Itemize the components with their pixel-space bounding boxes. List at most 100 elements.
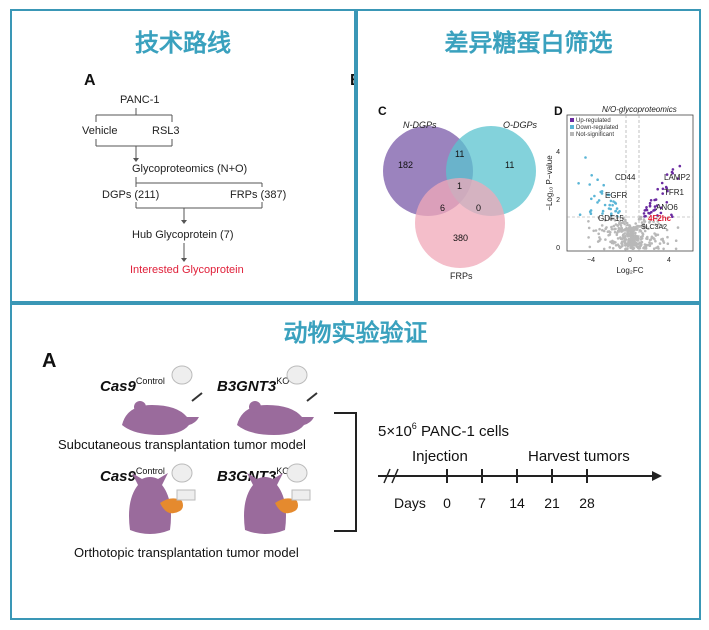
volcano-point: [625, 233, 629, 236]
cells-label: 5×106 PANC-1 cells: [378, 421, 509, 440]
volcano-point: [623, 241, 627, 245]
volcano-point: [608, 246, 612, 249]
legend-down: Down-regulated: [576, 125, 618, 131]
mouse-control-ortho: [129, 463, 196, 534]
mouse-knockout-subq: [237, 365, 318, 435]
volcano-point: [648, 241, 651, 244]
volcano-point: [587, 226, 591, 230]
volcano-point: [619, 236, 622, 239]
volcano-point: [659, 211, 663, 215]
volcano-point: [601, 212, 604, 215]
arrow-head: [181, 258, 187, 262]
volcano-point: [631, 240, 635, 243]
day-tick-label: 21: [544, 495, 560, 511]
volcano-point: [598, 239, 601, 242]
volcano-point: [638, 229, 642, 232]
volcano-point: [627, 237, 631, 241]
volcano-point: [621, 229, 624, 233]
volcano-point: [612, 240, 616, 244]
volcano-ylabel: −Log₁₀ P−value: [545, 155, 554, 211]
volcano-point: [618, 221, 621, 225]
volcano-point: [660, 206, 663, 209]
node-rsl3: RSL3: [152, 125, 180, 137]
volcano-point: [644, 214, 647, 218]
volcano-point: [624, 220, 627, 223]
volcano-point: [627, 240, 630, 244]
volcano-point: [620, 245, 623, 249]
legend-up: Up-regulated: [576, 118, 611, 124]
panel-letter-b-cut: B: [350, 72, 356, 89]
volcano-point: [660, 238, 663, 241]
volcano-point: [657, 247, 660, 250]
volcano-point: [610, 212, 613, 215]
node-interested: Interested Glycoprotein: [130, 264, 244, 276]
legend-swatch-down: [570, 125, 574, 129]
panel-technical-route: 技术路线 A B PANC-1 Vehicle RSL3 Glycoproteo…: [10, 9, 356, 303]
volcano-point: [632, 247, 636, 250]
volcano-point: [655, 217, 658, 220]
volcano-point: [654, 223, 657, 226]
volcano-point: [597, 199, 601, 202]
ytick-2: 2: [556, 197, 560, 204]
xtick-neg4: −4: [587, 257, 595, 264]
node-hub: Hub Glycoprotein (7): [132, 229, 234, 241]
volcano-point: [630, 242, 634, 246]
volcano-point: [649, 199, 653, 202]
volcano-point: [635, 241, 638, 245]
day-tick-label: 7: [478, 495, 486, 511]
panel-animal-validation: 动物实验验证 A Cas9Control B3GNT3KO Subcutaneo…: [10, 303, 701, 620]
mouse-control-subq: [122, 365, 203, 435]
venn-count-f-only: 380: [453, 233, 468, 243]
split-connector: [95, 108, 173, 122]
volcano-point: [639, 238, 643, 241]
node-vehicle: Vehicle: [82, 125, 117, 137]
volcano-point: [598, 227, 601, 231]
mouse-knockout-ortho: [244, 463, 311, 534]
volcano-point: [610, 227, 614, 231]
arrow-head: [133, 158, 139, 162]
legend-swatch-up: [570, 118, 574, 122]
volcano-point: [642, 226, 645, 230]
gene-label-ano6: ANO6: [656, 203, 678, 212]
volcano-point: [636, 224, 639, 228]
volcano-plot: N/O-glycoproteomics Up-regulated Down-re…: [545, 105, 694, 275]
volcano-point: [658, 242, 662, 245]
venn-count-n-o: 11: [455, 149, 464, 159]
volcano-point: [612, 224, 616, 228]
volcano-point: [678, 164, 682, 168]
volcano-point: [654, 198, 658, 201]
volcano-point: [674, 239, 678, 242]
volcano-point: [632, 229, 635, 233]
volcano-point: [634, 222, 637, 225]
volcano-point: [624, 247, 627, 251]
volcano-point: [608, 233, 612, 236]
gene-label-slc3a2: SLC3A2: [641, 224, 667, 231]
volcano-point: [639, 215, 643, 219]
volcano-point: [617, 211, 620, 214]
volcano-point: [650, 210, 653, 214]
volcano-point: [643, 243, 647, 246]
volcano-point: [665, 173, 669, 176]
volcano-point: [642, 212, 646, 215]
gene-label-cd44: CD44: [615, 173, 636, 182]
volcano-point: [643, 209, 647, 212]
venn-diagram: N-DGPs O-DGPs FRPs 182 11 380 11 6 0 1: [383, 120, 538, 281]
volcano-point: [620, 240, 624, 244]
panel-letter-d: D: [554, 104, 563, 118]
volcano-xlabel: Log₂FC: [616, 266, 643, 275]
arrow-head: [181, 220, 187, 224]
volcano-point: [629, 246, 632, 249]
venn-count-n-only: 182: [398, 160, 413, 170]
volcano-point: [588, 245, 592, 249]
venn-count-n-f: 6: [440, 203, 445, 213]
volcano-point: [656, 214, 659, 217]
volcano-point: [601, 209, 605, 213]
volcano-point: [593, 194, 596, 198]
volcano-point: [670, 170, 674, 174]
glyco-connector: [135, 177, 263, 187]
volcano-point: [602, 247, 606, 251]
model-label-subcutaneous: Subcutaneous transplantation tumor model: [58, 437, 306, 452]
volcano-point: [628, 224, 631, 227]
volcano-point: [611, 203, 614, 207]
